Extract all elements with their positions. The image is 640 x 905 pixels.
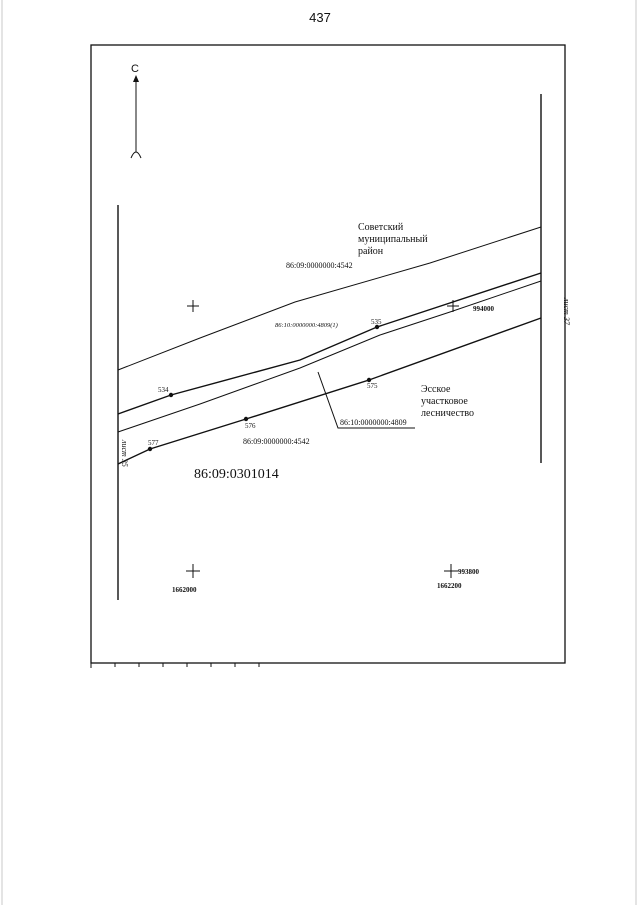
parcel-label-top: 86:09:0000000:4542 <box>286 261 353 270</box>
point-marker <box>366 377 372 383</box>
sheet-label-right: лист 37 <box>562 297 571 326</box>
parcel-label-bottom: 86:09:0000000:4542 <box>243 437 310 446</box>
grid-label-993800: 993800 <box>458 568 480 576</box>
leader-line <box>317 371 415 429</box>
forestry-label-line-1: Эсское <box>421 384 451 395</box>
sheet-label-left: лист 35 <box>120 439 129 467</box>
point-marker <box>374 324 380 330</box>
district-label-line-3: район <box>358 246 384 257</box>
point-label-534: 534 <box>158 386 169 394</box>
grid-cross-icons <box>186 300 459 578</box>
north-arrow-icon <box>130 75 142 159</box>
parcel-boundary-upper <box>117 272 542 415</box>
point-label-535: 535 <box>371 318 382 326</box>
grid-label-1662000: 1662000 <box>172 586 197 594</box>
point-marker <box>168 392 174 398</box>
district-label-line-1: Советский <box>358 222 404 233</box>
point-label-575: 575 <box>367 382 378 390</box>
grid-label-994000: 994000 <box>473 305 495 313</box>
point-marker <box>147 446 153 452</box>
page-number: 437 <box>309 10 331 25</box>
north-label: С <box>131 63 139 75</box>
parcel-label-reference: 86:10:0000000:4809 <box>340 418 407 427</box>
boundary-points <box>147 324 380 452</box>
district-boundary-line <box>117 226 542 371</box>
parcel-label-italic: 86:10:0000000:4809(1) <box>275 322 338 329</box>
map-frame <box>90 44 566 664</box>
point-marker <box>243 416 249 422</box>
forestry-label: Эсское участковое лесничество <box>421 384 474 419</box>
scale-bar <box>90 663 260 668</box>
grid-label-1662200: 1662200 <box>437 582 462 590</box>
forestry-label-line-3: лесничество <box>421 408 474 419</box>
district-label: Советский муниципальный район <box>358 222 428 257</box>
district-label-line-2: муниципальный <box>358 234 428 245</box>
parcel-boundary-lower <box>117 317 542 465</box>
parcel-boundary-middle <box>117 280 542 433</box>
point-label-576: 576 <box>245 422 256 430</box>
point-label-577: 577 <box>148 439 159 447</box>
forestry-label-line-2: участковое <box>421 396 468 407</box>
cadastral-quarter-label: 86:09:0301014 <box>194 467 279 482</box>
